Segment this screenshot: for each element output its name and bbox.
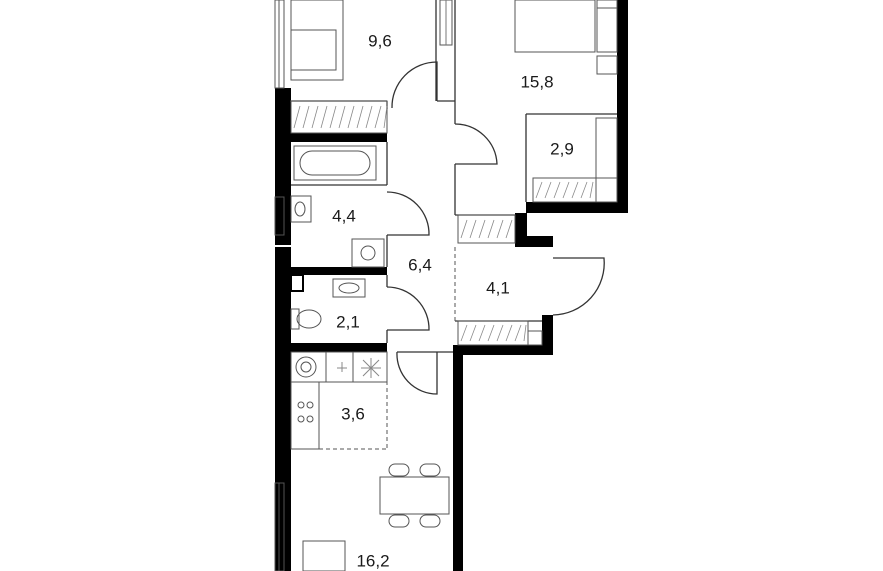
hatch-line <box>365 105 373 129</box>
wall-left-lower <box>275 247 291 571</box>
hatch-line <box>478 219 486 239</box>
dining-table-icon <box>379 463 450 528</box>
hatch-line <box>356 105 364 129</box>
hatch-line <box>589 181 594 199</box>
room-area-wardrobe: 2,9 <box>550 139 574 158</box>
hatch-line <box>478 324 486 342</box>
hatch-line <box>329 105 337 129</box>
room-area-bathroom: 4,4 <box>332 206 356 225</box>
entrance-closet-top-icon <box>457 214 516 244</box>
nightstand-icon <box>596 55 618 75</box>
hatch-line <box>496 219 504 239</box>
wall-entry-right <box>542 315 553 355</box>
hatch-line <box>469 324 477 342</box>
wall-bedroom-bottom <box>526 202 628 213</box>
door-bath-icon <box>386 191 430 236</box>
room-area-hallway: 6,4 <box>408 255 432 274</box>
hatch-line <box>469 219 477 239</box>
hatch-line <box>505 219 513 239</box>
door-living-icon <box>386 61 438 109</box>
kitchen-counter-icon <box>290 351 388 450</box>
wardrobe-living-icon <box>290 100 388 134</box>
wardrobe-side-icon <box>595 117 618 203</box>
hatch-line <box>562 181 570 199</box>
hatch-line <box>383 105 388 129</box>
hatch-line <box>302 105 310 129</box>
room-area-kitchen: 3,6 <box>341 404 365 423</box>
entrance-closet-bottom-icon <box>457 320 529 346</box>
bed-icon <box>514 0 618 53</box>
hatch-line <box>571 181 579 199</box>
bathtub-icon <box>293 145 377 181</box>
wall-bedroom-right <box>617 0 628 213</box>
washer-icon <box>351 238 385 268</box>
hatch-line <box>374 105 382 129</box>
wall-toilet-bottom <box>291 343 387 352</box>
hatch-line <box>487 324 495 342</box>
hatch-line <box>320 105 328 129</box>
hatch-line <box>505 324 513 342</box>
walls <box>275 0 628 571</box>
hatch-line <box>544 181 552 199</box>
furniture <box>290 0 618 571</box>
partitions <box>290 0 617 353</box>
hatch-line <box>496 324 504 342</box>
hatch-line <box>523 324 527 342</box>
door-entrance-icon <box>552 257 605 316</box>
room-labels: 9,6 15,8 2,9 4,4 6,4 4,1 2,1 3,6 16,2 <box>332 31 574 570</box>
sink-toilet-icon <box>332 278 366 298</box>
hatch-line <box>460 219 468 239</box>
armchair-icon <box>302 540 346 571</box>
shaft-icon <box>290 274 304 292</box>
door-bedroom-icon <box>454 123 498 165</box>
hatch-line <box>553 181 561 199</box>
room-area-kitchen-living: 16,2 <box>356 551 389 570</box>
hatch-line <box>535 181 543 199</box>
hatch-line <box>514 324 522 342</box>
wall-right-lower <box>453 345 463 571</box>
wall-living-bottom <box>291 133 387 142</box>
wall-entry-notch-h <box>515 236 553 247</box>
hatch-line <box>311 105 319 129</box>
hatch-line <box>293 105 301 129</box>
sink-bath-icon <box>290 195 312 223</box>
room-area-living-room: 9,6 <box>368 31 392 50</box>
wall-entry-bottom <box>455 345 553 355</box>
wall-bath-bottom <box>291 267 387 275</box>
room-area-toilet: 2,1 <box>336 312 360 331</box>
room-area-bedroom: 15,8 <box>520 72 553 91</box>
room-area-entrance: 4,1 <box>486 278 510 297</box>
hatch-line <box>460 324 468 342</box>
door-toilet-icon <box>386 286 430 331</box>
hatch-line <box>338 105 346 129</box>
hatch-line <box>347 105 355 129</box>
hatch-line <box>580 181 588 199</box>
toilet-bowl-icon <box>290 308 322 330</box>
sofa-icon <box>290 0 344 81</box>
closet-hatching <box>293 105 594 342</box>
wall-left-upper <box>275 88 291 245</box>
hatch-line <box>487 219 495 239</box>
shoe-rack-icon <box>527 330 543 346</box>
door-kitchen-icon <box>396 351 438 395</box>
window-upper <box>274 0 285 571</box>
doors <box>386 61 605 395</box>
